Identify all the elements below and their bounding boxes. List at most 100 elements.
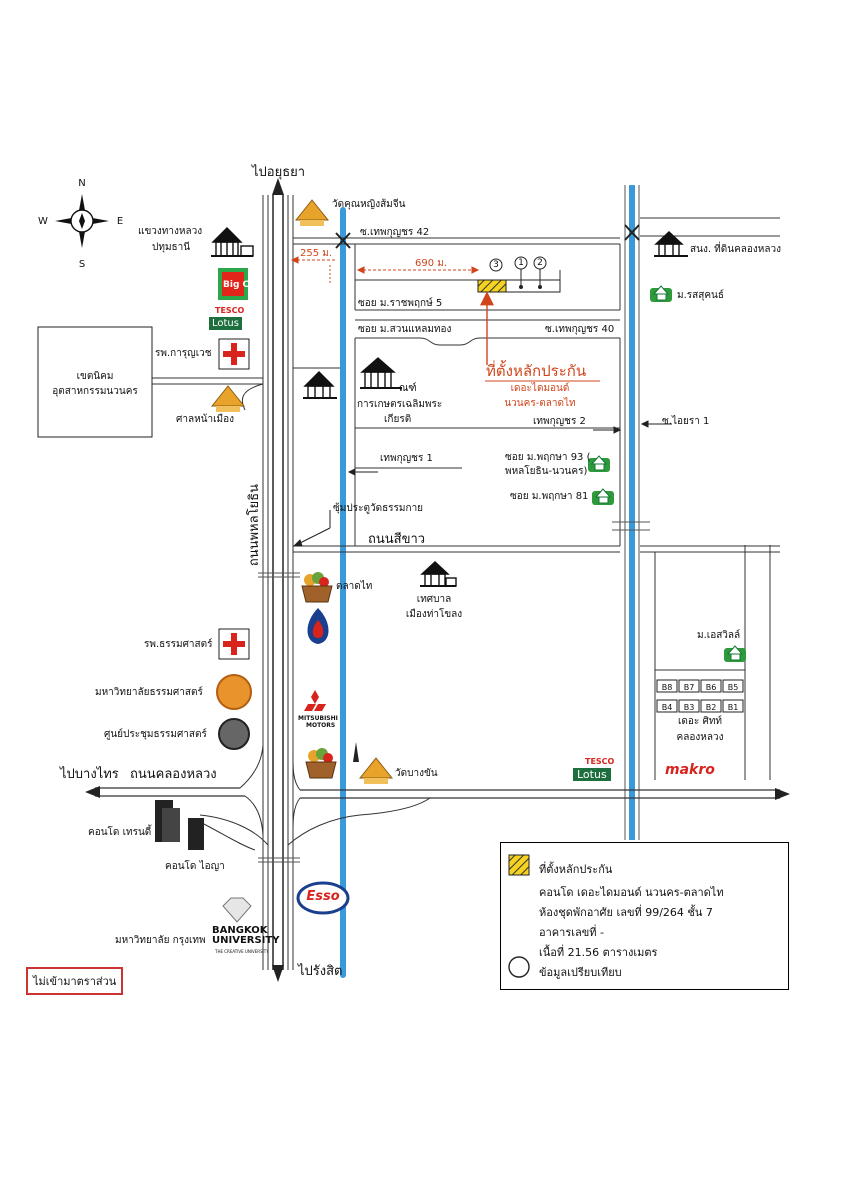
label-to-ayutthaya: ไปอยุธยา xyxy=(252,165,306,180)
lotus-text-2: Lotus xyxy=(573,768,611,781)
location-line1: เดอะไดมอนด์ xyxy=(510,383,570,394)
thammasat-convention-icon xyxy=(218,718,250,750)
label-soi-ratchaphruek-5: ซอย ม.ราชพฤกษ์ 5 xyxy=(358,298,443,309)
label-market-c: เกียรติ xyxy=(384,414,412,425)
khlong-luang-road xyxy=(95,744,780,851)
village-icons xyxy=(588,285,746,662)
target-property[interactable] xyxy=(477,279,507,293)
block-b7: B7 xyxy=(683,683,695,692)
bangkok-univ-diamond-icon xyxy=(222,897,252,923)
condo-tower-icons xyxy=(155,800,204,850)
label-condo-trendy: คอนโด เทรนดี้ xyxy=(88,827,152,838)
label-highway-office-b: ปทุมธานี xyxy=(152,242,191,253)
phahonyothin-highway xyxy=(262,195,294,970)
label-phahonyothin-road: ถนนพหลโยธิน xyxy=(247,484,262,567)
block-b6: B6 xyxy=(705,683,717,692)
ptt-station-icon xyxy=(307,608,329,644)
blocks-grid xyxy=(656,679,744,713)
tesco-text-2: TESCO xyxy=(585,757,615,766)
label-the-city-b: คลองหลวง xyxy=(676,732,724,743)
label-soi-ayara-1: ซ.ไอยรา 1 xyxy=(662,416,710,427)
comparable-markers xyxy=(489,256,547,289)
mitsubishi-text-b: MOTORS xyxy=(306,722,336,729)
marker-1: 1 xyxy=(518,258,524,268)
label-soi-thepkunchorn-42: ซ.เทพกุญชร 42 xyxy=(360,227,430,238)
mitsubishi-text-a: MITSUBISHI xyxy=(298,715,338,722)
big-c-logo-icon xyxy=(218,268,248,300)
label-soi-suanlaemthong: ซอย ม.สวนแหลมทอง xyxy=(358,324,452,335)
location-line2: นวนคร-ตลาดไท xyxy=(504,398,576,409)
thammasat-seal-icon xyxy=(216,674,252,710)
label-esville: ม.เอสวิลล์ xyxy=(697,630,741,641)
esso-text: Esso xyxy=(306,889,340,904)
legend-symbols xyxy=(508,854,530,978)
label-land-office: สนง. ที่ดินคลองหลวง xyxy=(690,244,782,255)
hospital-icon-thammasat xyxy=(218,628,250,660)
arrow-to-bangsai xyxy=(85,786,100,798)
label-the-city-a: เดอะ ศิทท์ xyxy=(678,716,722,727)
hospital-icon-karunyawet xyxy=(218,338,250,370)
legend-line-2: คอนโด เดอะไดมอนด์ นวนคร-ตลาดไท xyxy=(539,886,724,899)
label-thepkunchorn-1: เทพกุญชร 1 xyxy=(380,453,433,464)
navanakorn-box xyxy=(37,326,153,438)
block-b2: B2 xyxy=(705,703,717,712)
label-thepkunchorn-2: เทพกุญชร 2 xyxy=(533,416,586,427)
legend-line-1: ที่ตั้งหลักประกัน xyxy=(539,863,613,876)
label-karunyawet: รพ.การุญเวช xyxy=(155,348,212,359)
not-to-scale-note: ไม่เข้ามาตราส่วน xyxy=(26,967,124,995)
big-c-text: Big C xyxy=(223,280,250,290)
label-to-rangsit: ไปรังสิต xyxy=(298,964,343,979)
label-soi-thepkunchorn-40: ซ.เทพกุญชร 40 xyxy=(545,324,615,335)
block-b8: B8 xyxy=(661,683,673,692)
road-arrows xyxy=(292,420,672,547)
road-break-marks xyxy=(258,521,650,863)
label-thammasat-hospital: รพ.ธรรมศาสตร์ xyxy=(144,639,213,650)
compass-e: E xyxy=(116,216,124,227)
distance-255: 255 ม. xyxy=(300,248,333,259)
label-soi-phruksa-93-b: พหลโยธิน-นวนคร) xyxy=(505,466,588,477)
label-tha-khlong-b: เมืองท่าโขลง xyxy=(405,609,463,620)
distance-690: 690 ม. xyxy=(415,258,448,269)
label-city-pillar: ศาลหน้าเมือง xyxy=(176,414,235,425)
makro-text: makro xyxy=(665,762,715,778)
legend-circle-icon xyxy=(508,956,530,978)
legend-line-5: เนื้อที่ 21.56 ตารางเมตร xyxy=(539,946,658,959)
label-soi-phruksa-93-a: ซอย ม.พฤกษา 93 ( xyxy=(505,452,591,463)
label-to-bangsai: ไปบางไทร xyxy=(60,767,119,782)
label-market-a: ณฑ์ xyxy=(399,383,417,394)
compass-rose xyxy=(55,194,109,248)
legend-line-6: ข้อมูลเปรียบเทียบ xyxy=(539,966,622,979)
label-khlong-luang-road: ถนนคลองหลวง xyxy=(130,767,217,782)
label-wat-bang-khan: วัดบางขัน xyxy=(395,768,438,779)
block-b1: B1 xyxy=(727,703,739,712)
esso-logo-icon xyxy=(296,881,350,915)
compass-n: N xyxy=(78,178,86,189)
arrow-to-rangsit xyxy=(272,965,284,982)
arrow-to-ayutthaya xyxy=(272,178,284,195)
bu-text-c: THE CREATIVE UNIVERSITY xyxy=(215,949,269,954)
label-si-khao-road: ถนนสีขาว xyxy=(368,532,426,547)
label-talad-thai: ตลาดไท xyxy=(336,581,373,592)
comparable-block xyxy=(505,279,561,293)
arrow-east xyxy=(775,788,790,800)
label-thammasat-univ: มหาวิทยาลัยธรรมศาสตร์ xyxy=(95,687,203,698)
label-navanakorn-b: อุตสาหกรรมนวนคร xyxy=(52,386,138,397)
distance-lines xyxy=(290,256,480,285)
compass-s: S xyxy=(78,259,86,270)
makro-logo-icon xyxy=(661,759,711,783)
bridge-crossings xyxy=(335,224,640,249)
label-navanakorn-a: เขตนิคม xyxy=(76,371,114,382)
label-rossuk: ม.รสสุคนธ์ xyxy=(677,290,724,301)
label-market-b: การเกษตรเฉลิมพระ xyxy=(357,399,443,410)
label-gate-dhammakaya: ซุ้มประตูวัดธรรมกาย xyxy=(333,503,424,514)
marker-2: 2 xyxy=(537,258,543,268)
label-soi-phruksa-81: ซอย ม.พฤกษา 81 xyxy=(510,491,589,502)
block-b3: B3 xyxy=(683,703,695,712)
mitsubishi-logo-icon xyxy=(304,690,326,711)
label-tha-khlong-a: เทศบาล xyxy=(416,594,452,605)
block-b5: B5 xyxy=(727,683,739,692)
lotus-text-1: Lotus xyxy=(209,317,242,330)
bu-text-b: UNIVERSITY xyxy=(212,935,280,946)
